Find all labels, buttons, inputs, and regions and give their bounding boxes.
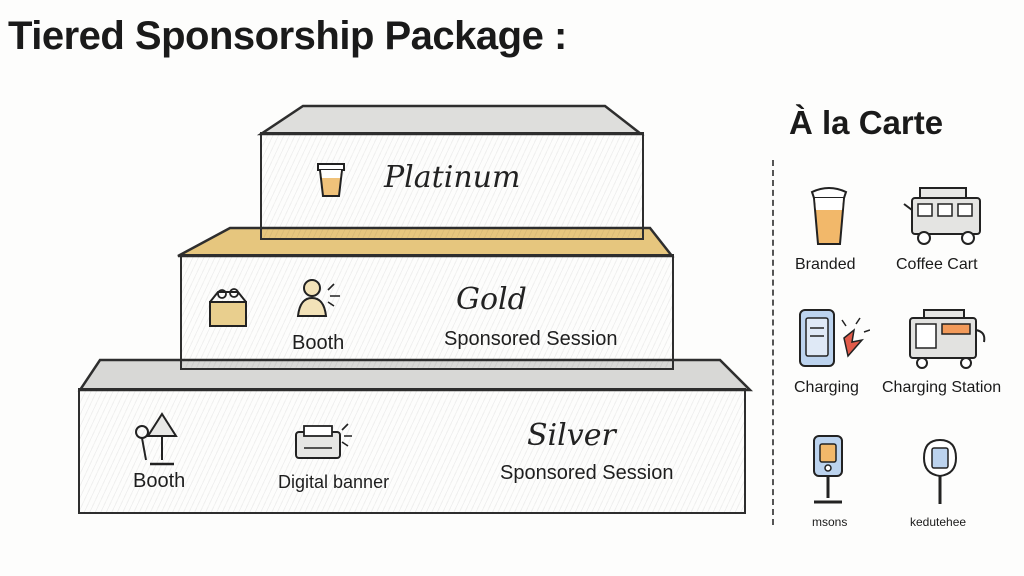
gold-sponsored-session-label: Sponsored Session [444,328,618,350]
silver-tier-box [77,358,754,392]
gold-tier-front [180,254,674,370]
printer-banner-icon [295,423,352,459]
a-la-carte-title: À la Carte [789,104,944,141]
carte-branded-label: Branded [795,256,856,273]
carte-coffee-cart-label: Coffee Cart [896,256,978,273]
person-booth-icon [296,279,340,317]
silver-tier-name: Silver [527,418,616,453]
booth-box-icon [209,288,247,327]
carte-charging-station-label: Charging Station [882,379,1002,396]
silver-sponsored-session-label: Sponsored Session [500,462,674,484]
a-la-carte-divider [772,160,774,525]
coffee-cup-icon [317,163,345,197]
carte-kedutehee-label: kedutehee [910,515,967,529]
platinum-tier-name: Platinum [384,160,521,195]
page-title: Tiered Sponsorship Package : [8,14,567,58]
carte-msons-label: msons [812,515,848,529]
phone-charging-icon [799,309,870,367]
platinum-tier-top [256,104,645,136]
branded-cup-icon [810,187,848,245]
kiosk-stand-icon [813,435,843,504]
carte-charging-label: Charging [794,379,859,396]
silver-tier-front [78,388,746,514]
charging-station-icon [909,309,986,369]
silver-digital-banner-label: Digital banner [278,472,390,492]
gold-booth-label: Booth [292,332,345,354]
silver-booth-label: Booth [133,470,186,492]
lamp-stand-icon [135,412,178,466]
gold-tier-name: Gold [456,282,527,317]
coffee-cart-icon [903,187,981,245]
tablet-stand-icon [922,438,958,504]
